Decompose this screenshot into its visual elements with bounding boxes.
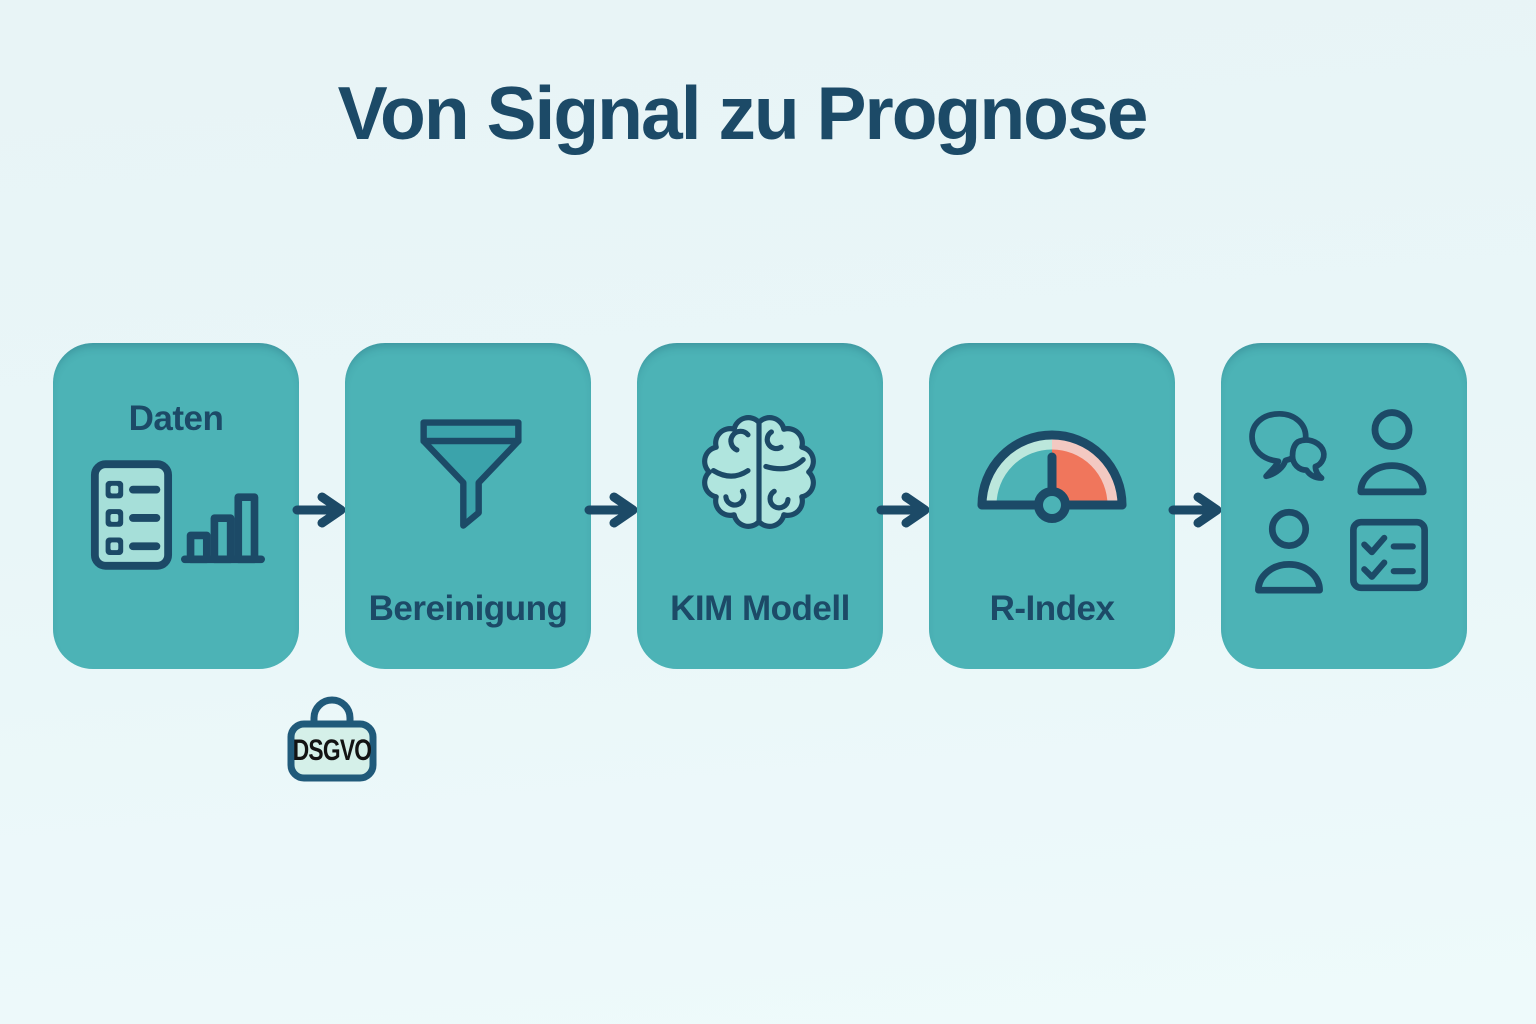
brain-icon xyxy=(702,415,816,529)
step-label-daten: Daten xyxy=(128,399,224,438)
chat-bubbles-icon xyxy=(1249,410,1327,481)
funnel-icon xyxy=(420,419,522,529)
step-label-r-index: R-Index xyxy=(989,589,1115,628)
arrow-right-icon xyxy=(584,492,638,528)
bar-chart-icon xyxy=(181,493,265,564)
document-checklist-icon xyxy=(90,460,173,570)
step-label-kim-modell: KIM Modell xyxy=(670,589,850,628)
step-bereinigung: Bereinigung xyxy=(345,343,591,669)
user-icon xyxy=(1357,409,1427,496)
page-title: Von Signal zu Prognose xyxy=(337,71,1149,155)
step-kim-modell: KIM Modell xyxy=(637,343,883,669)
checklist-icon xyxy=(1350,518,1428,592)
gauge-icon xyxy=(977,430,1127,523)
step-ergebnis xyxy=(1221,343,1467,669)
arrow-right-icon xyxy=(876,492,930,528)
dsgvo-badge-label: DSGVO xyxy=(292,734,372,767)
arrow-right-icon xyxy=(1168,492,1222,528)
step-r-index: R-Index xyxy=(929,343,1175,669)
step-daten: Daten xyxy=(53,343,299,669)
step-label-bereinigung: Bereinigung xyxy=(368,589,568,628)
user-icon xyxy=(1255,508,1323,594)
lock-icon xyxy=(287,696,377,782)
dsgvo-badge: DSGVO xyxy=(286,686,378,786)
arrow-right-icon xyxy=(292,492,346,528)
